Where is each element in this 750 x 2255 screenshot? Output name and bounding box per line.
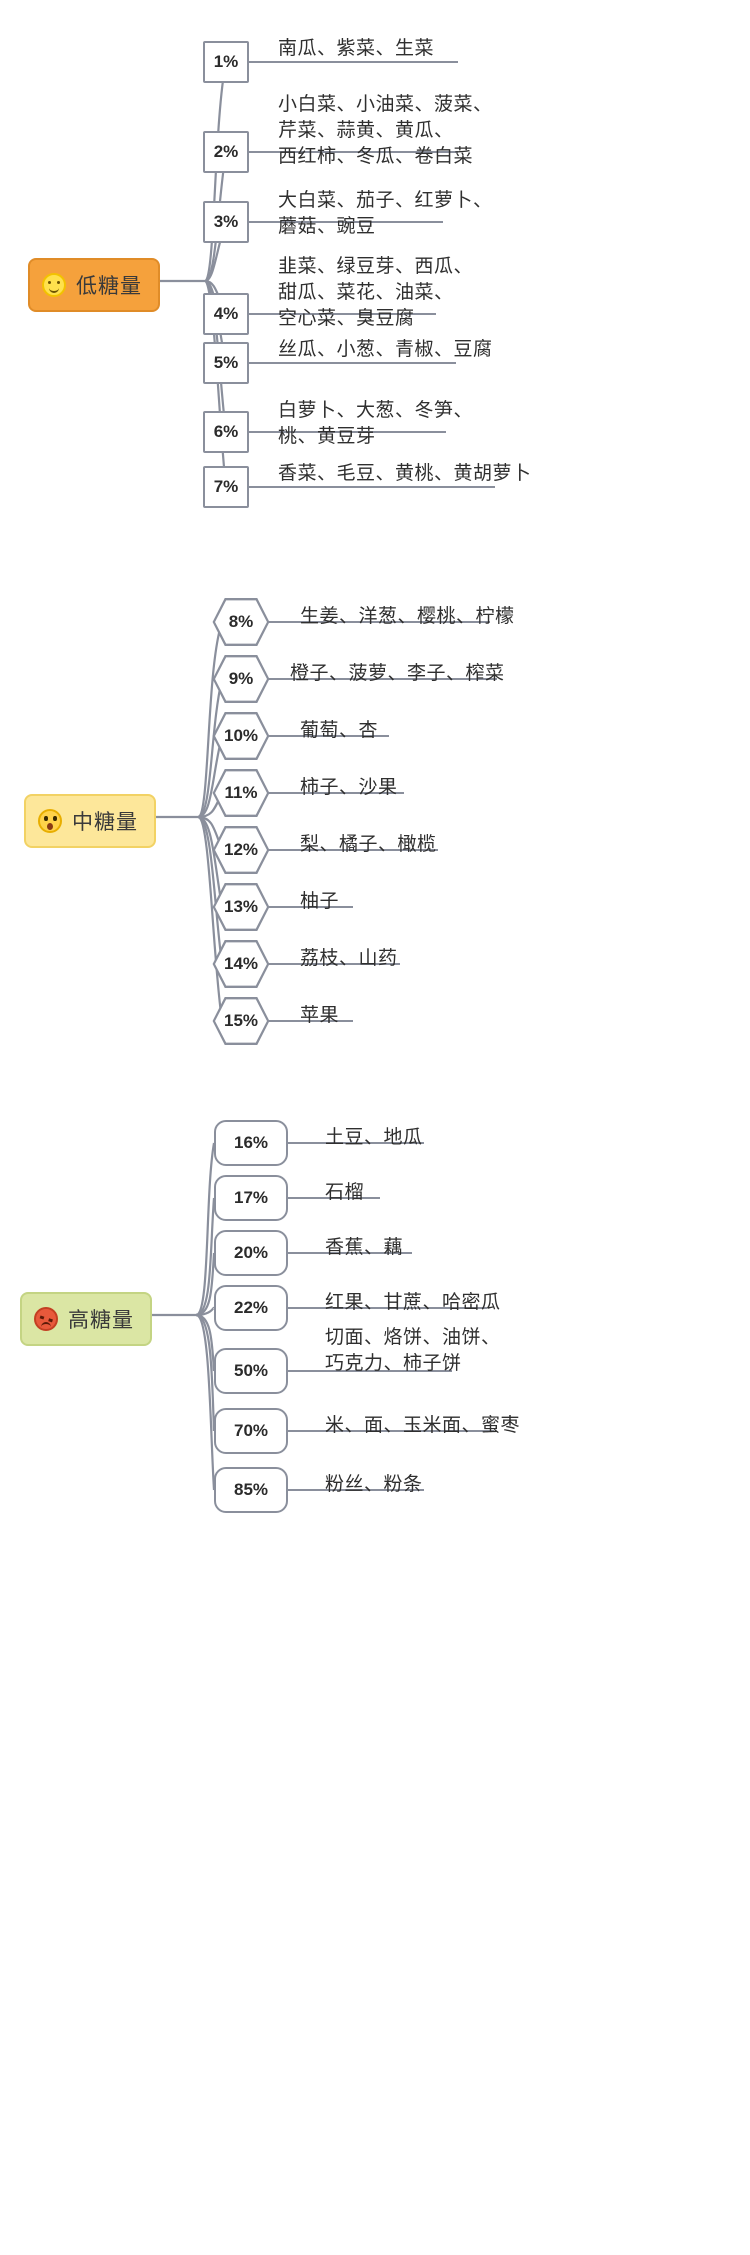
leaf-text-7: 香菜、毛豆、黄桃、黄胡萝卜 [278, 463, 532, 484]
pct-node-10[interactable]: 10% [212, 711, 270, 761]
pct-label-10: 10% [223, 726, 259, 745]
leaf-text-12: 梨、橘子、橄榄 [300, 834, 437, 855]
leaf-text-11: 柿子、沙果 [300, 777, 398, 798]
leaf-text-20: 香蕉、藕 [325, 1237, 404, 1258]
hex-fill [215, 942, 267, 986]
leaf-text-8: 生姜、洋葱、樱桃、柠檬 [300, 606, 515, 627]
leaf-text-5: 丝瓜、小葱、青椒、豆腐 [278, 339, 493, 360]
pct-node-14[interactable]: 14% [212, 939, 270, 989]
hex-fill [215, 828, 267, 872]
root-label-low: 低糖量 [76, 275, 142, 298]
surprised-face-emoji [38, 809, 62, 833]
leaf-text-16: 土豆、地瓜 [325, 1127, 423, 1148]
pct-label-11: 11% [224, 783, 258, 802]
hex-fill [215, 885, 267, 929]
leaf-text-14: 荔枝、山药 [300, 948, 398, 969]
pct-node-50[interactable]: 50% [214, 1348, 288, 1394]
root-label-high: 高糖量 [68, 1309, 134, 1332]
root-node-low-sugar[interactable]: 低糖量 [28, 258, 160, 312]
hex-fill [215, 771, 267, 815]
pct-node-5[interactable]: 5% [203, 342, 249, 384]
pct-node-70[interactable]: 70% [214, 1408, 288, 1454]
pct-node-12[interactable]: 12% [212, 825, 270, 875]
leaf-text-22: 红果、甘蔗、哈密瓜 [325, 1292, 501, 1313]
leaf-text-2: 小白菜、小油菜、菠菜、 芹菜、蒜黄、黄瓜、 西红柿、冬瓜、卷白菜 [278, 94, 493, 167]
pct-label-15: 15% [223, 1011, 259, 1030]
pct-label-12: 12% [223, 840, 259, 859]
leaf-text-4: 韭菜、绿豆芽、西瓜、 甜瓜、菜花、油菜、 空心菜、臭豆腐 [278, 256, 474, 329]
pct-node-15[interactable]: 15% [212, 996, 270, 1046]
leaf-text-10: 葡萄、杏 [300, 720, 379, 741]
root-label-mid: 中糖量 [72, 811, 138, 834]
pct-node-2[interactable]: 2% [203, 131, 249, 173]
pct-node-9[interactable]: 9% [212, 654, 270, 704]
section-high-sugar: 高糖量 16% 土豆、地瓜 17% 石榴 20% 香蕉、藕 22% 红果、甘蔗、… [0, 1075, 750, 1635]
leaf-text-15: 苹果 [300, 1005, 340, 1026]
pct-node-1[interactable]: 1% [203, 41, 249, 83]
root-node-high-sugar[interactable]: 高糖量 [20, 1292, 152, 1346]
leaf-text-6: 白萝卜、大葱、冬笋、 桃、黄豆芽 [278, 400, 474, 447]
section-mid-sugar: 中糖量 8% 生姜、洋葱、樱桃、柠檬 9% 橙子、菠萝、李子、榨菜 10% 葡萄… [0, 560, 750, 1070]
pct-node-85[interactable]: 85% [214, 1467, 288, 1513]
pct-node-4[interactable]: 4% [203, 293, 249, 335]
pct-node-22[interactable]: 22% [214, 1285, 288, 1331]
pct-label-13: 13% [223, 897, 259, 916]
hex-fill [215, 657, 267, 701]
pct-label-8: 8% [228, 612, 254, 631]
pct-label-9: 9% [228, 669, 254, 688]
pct-node-13[interactable]: 13% [212, 882, 270, 932]
leaf-text-1: 南瓜、紫菜、生菜 [278, 38, 435, 59]
pct-node-6[interactable]: 6% [203, 411, 249, 453]
pct-node-8[interactable]: 8% [212, 597, 270, 647]
angry-face-emoji [34, 1307, 58, 1331]
pct-node-7[interactable]: 7% [203, 466, 249, 508]
leaf-text-50: 切面、烙饼、油饼、 巧克力、柿子饼 [325, 1327, 501, 1374]
leaf-text-70: 米、面、玉米面、蜜枣 [325, 1415, 521, 1436]
leaf-text-9: 橙子、菠萝、李子、榨菜 [290, 663, 505, 684]
hex-fill [215, 600, 267, 644]
pct-node-17[interactable]: 17% [214, 1175, 288, 1221]
leaf-text-13: 柚子 [300, 891, 340, 912]
pct-label-14: 14% [223, 954, 259, 973]
pct-node-3[interactable]: 3% [203, 201, 249, 243]
pct-node-11[interactable]: 11% [212, 768, 270, 818]
root-node-mid-sugar[interactable]: 中糖量 [24, 794, 156, 848]
leaf-text-85: 粉丝、粉条 [325, 1474, 423, 1495]
leaf-text-3: 大白菜、茄子、红萝卜、 蘑菇、豌豆 [278, 190, 493, 237]
leaf-text-17: 石榴 [325, 1182, 365, 1203]
smiling-face-emoji [42, 273, 66, 297]
pct-node-20[interactable]: 20% [214, 1230, 288, 1276]
hex-fill [215, 714, 267, 758]
pct-node-16[interactable]: 16% [214, 1120, 288, 1166]
hex-fill [215, 999, 267, 1043]
